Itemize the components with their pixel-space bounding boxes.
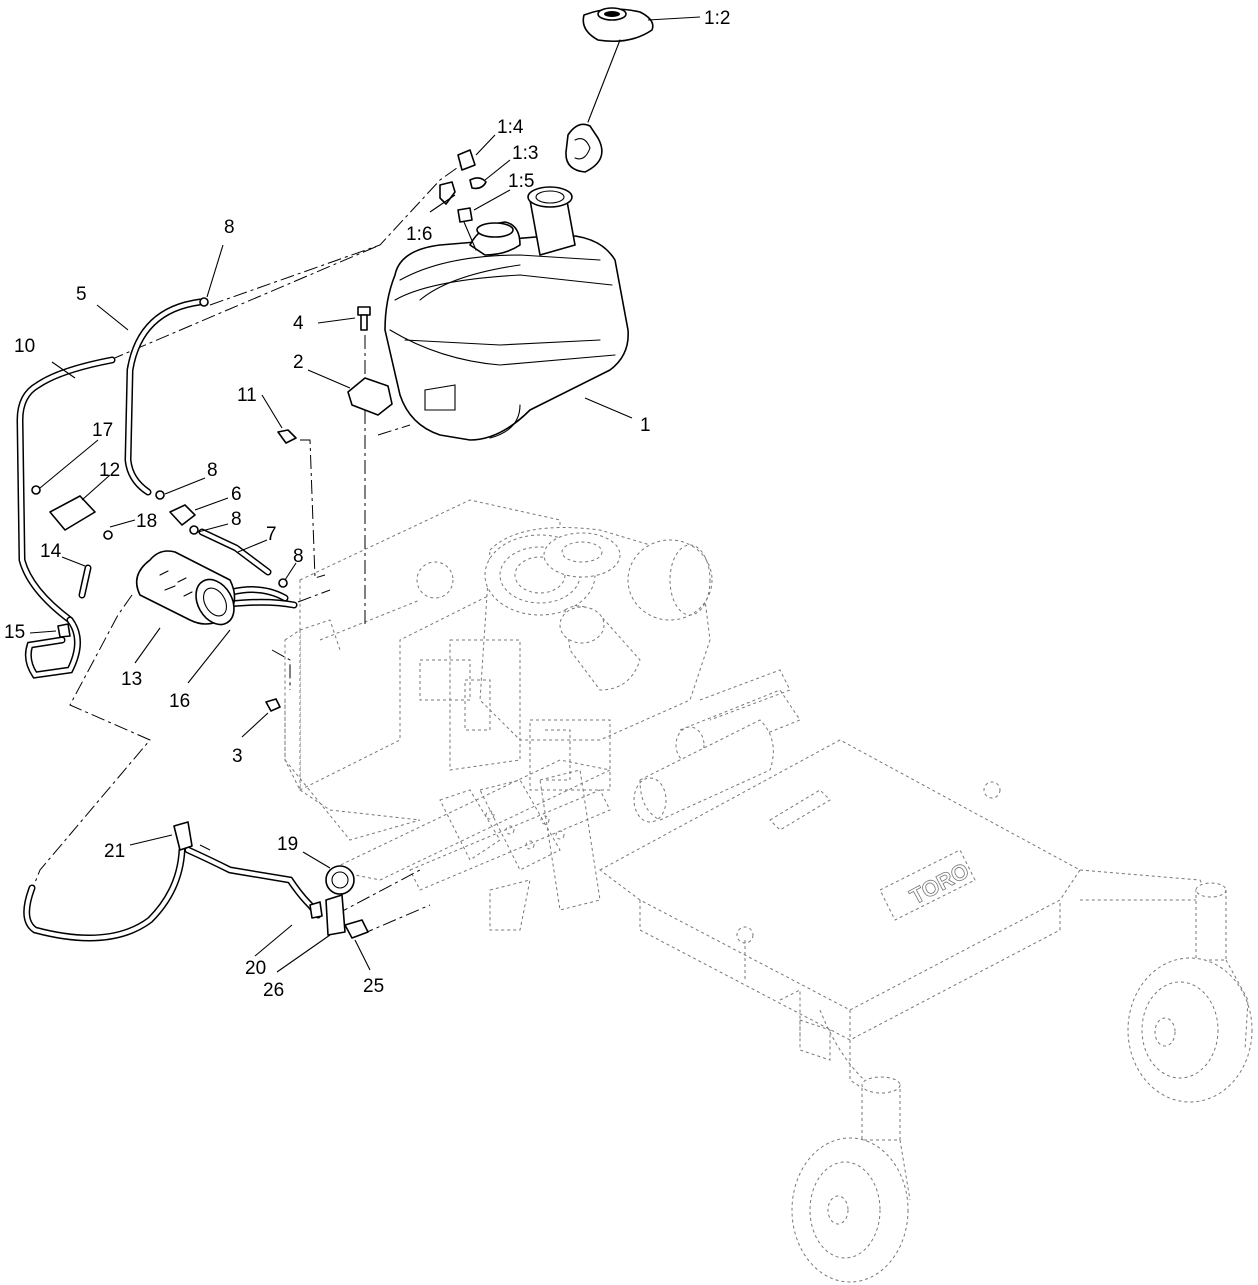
carbon-canister [135, 550, 236, 626]
fuel-line-7 [198, 528, 272, 576]
callout-3: 3 [232, 746, 243, 767]
callout-8: 8 [207, 460, 218, 481]
grommet [457, 149, 476, 171]
fuel-pickup [457, 207, 477, 251]
primer-clip [173, 821, 193, 851]
callout-14: 14 [40, 541, 62, 562]
callout-1-5: 1:5 [508, 171, 534, 192]
callout-8: 8 [293, 546, 304, 567]
callout-19: 19 [277, 834, 298, 855]
primer-bulb [325, 865, 355, 895]
callout-12: 12 [99, 460, 120, 481]
primer-connector [309, 901, 323, 919]
callout-25: 25 [363, 976, 384, 997]
primer-hose [23, 846, 322, 942]
clip-bracket [49, 495, 96, 531]
callout-5: 5 [76, 284, 87, 305]
hose-clamp [278, 578, 288, 588]
nut [265, 698, 281, 712]
callout-8: 8 [231, 509, 242, 530]
hose-clamp [155, 490, 165, 500]
callout-1: 1 [640, 415, 651, 436]
hose-fitting-11 [277, 429, 297, 444]
callout-6: 6 [231, 484, 242, 505]
return-hose [16, 356, 116, 624]
hose-clamp [189, 525, 199, 535]
primer-elbow [344, 919, 369, 939]
hose-connector [57, 623, 71, 638]
screw [31, 485, 41, 495]
callout-20: 20 [245, 958, 266, 979]
callout-11: 11 [237, 385, 257, 406]
leader-lines [29, 16, 701, 973]
callouts: 1:2 1:4 1:3 1:5 1:6 8 5 10 4 2 1 11 17 1… [4, 8, 730, 1001]
callout-21: 21 [104, 841, 125, 862]
primer-bracket [325, 894, 346, 936]
bolt [357, 306, 371, 331]
shutoff-valve [169, 504, 196, 526]
callout-16: 16 [169, 691, 190, 712]
fuel-line-15 [24, 616, 81, 679]
hose-clamp [199, 297, 209, 307]
washer [103, 530, 113, 540]
callout-26: 26 [263, 980, 284, 1001]
callout-1-2: 1:2 [704, 8, 730, 29]
fuel-line-14 [78, 564, 92, 599]
callout-18: 18 [136, 511, 157, 532]
callout-10: 10 [14, 336, 35, 357]
callout-15: 15 [4, 622, 25, 643]
callout-4: 4 [293, 313, 304, 334]
callout-8: 8 [224, 217, 235, 238]
callout-1-3: 1:3 [512, 143, 538, 164]
callout-1-4: 1:4 [497, 117, 524, 138]
phantom-lines [31, 159, 469, 936]
callout-13: 13 [121, 669, 142, 690]
tank-bracket [347, 377, 393, 416]
mower-chassis-ghost: TORO [284, 499, 1253, 1283]
callout-2: 2 [293, 352, 304, 373]
cap-tether [565, 39, 621, 173]
fuel-cap [582, 7, 654, 43]
fuel-line-16 [226, 586, 298, 609]
bushing [469, 177, 487, 190]
fuel-tank [384, 186, 629, 441]
callout-1-6: 1:6 [406, 224, 432, 245]
callout-7: 7 [266, 524, 277, 545]
vent-hose [124, 298, 204, 496]
callout-17: 17 [92, 420, 113, 441]
